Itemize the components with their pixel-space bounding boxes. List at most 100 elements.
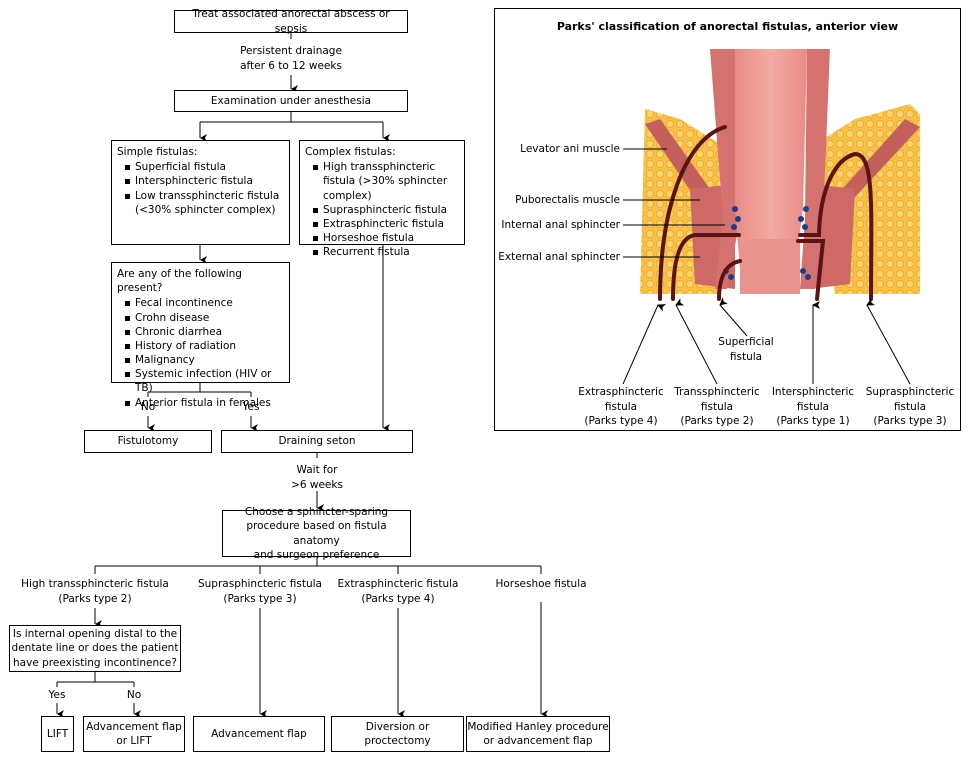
branch-type: (Parks type 3)	[223, 592, 297, 605]
fistulotomy-box: Fistulotomy	[84, 430, 212, 453]
diversion-box: Diversion or proctectomy	[331, 716, 464, 752]
superficial-line-2: fistula	[729, 350, 763, 363]
seton-box: Draining seton	[221, 430, 413, 453]
lift-text: LIFT	[46, 727, 69, 740]
fistulotomy-text: Fistulotomy	[117, 435, 179, 448]
label-extrasphincteric: Extrasphincteric fistula (Parks type 4)	[575, 385, 667, 429]
anatomy-illustration	[622, 49, 920, 385]
choose-line-2: procedure based on fistula anatomy	[246, 520, 387, 547]
label-internal-sphincter: Internal anal sphincter	[501, 219, 620, 231]
label-levator-ani: Levator ani muscle	[520, 143, 620, 155]
arrow-superficial	[719, 297, 748, 337]
persist-line-2: after 6 to 12 weeks	[240, 59, 342, 72]
line: (Parks type 1)	[776, 415, 850, 428]
list-item: Suprasphincteric fistula	[313, 203, 459, 217]
choose-procedure-box: Choose a sphincter-sparing procedure bas…	[222, 506, 411, 561]
hanley-box: Modified Hanley procedure or advancement…	[466, 716, 610, 752]
branch-name: Extrasphincteric fistula	[337, 578, 459, 590]
adv-line-2: or LIFT	[116, 735, 152, 747]
label-superficial-fistula: Superficial fistula	[711, 335, 781, 364]
superficial-tract	[717, 259, 742, 301]
line: Suprasphincteric	[865, 386, 955, 398]
branch-extrasphincteric: Extrasphincteric fistula (Parks type 4)	[323, 577, 473, 606]
list-item: Fecal incontinence	[125, 296, 284, 310]
anatomy-panel: Parks' classification of anorectal fistu…	[494, 8, 961, 431]
arrow-extrasphincteric	[622, 304, 667, 385]
branch-type: (Parks type 4)	[361, 592, 435, 605]
choose-line-1: Choose a sphincter-sparing	[244, 506, 389, 519]
superficial-line-1: Superficial	[718, 336, 774, 348]
label-transsphincteric: Transsphincteric fistula (Parks type 2)	[671, 385, 763, 429]
question1-title: Are any of the following present?	[117, 268, 242, 295]
start-text: Treat associated anorectal abscess or se…	[192, 8, 390, 35]
question2-line-1: Is internal opening distal to the	[12, 628, 178, 641]
list-item: High transsphincteric fistula (>30% sphi…	[313, 160, 459, 203]
branch-name: Suprasphincteric fistula	[197, 578, 322, 590]
branch-type: (Parks type 2)	[58, 592, 132, 605]
arrow-suprasphincteric	[866, 298, 911, 385]
list-item: Intersphincteric fistula	[125, 174, 284, 188]
list-item: Malignancy	[125, 353, 284, 367]
list-item: Recurrent fistula	[313, 245, 459, 259]
rectum-lumen	[735, 49, 807, 294]
line: fistula	[700, 400, 734, 413]
wait-line-2: >6 weeks	[291, 478, 343, 491]
no-label: No	[140, 401, 156, 413]
simple-fistulas-box: Simple fistulas: Superficial fistula Int…	[111, 140, 290, 245]
label-suprasphincteric: Suprasphincteric fistula (Parks type 3)	[863, 385, 957, 429]
line: Transsphincteric	[674, 386, 760, 398]
advancement-flap-text: Advancement flap	[211, 727, 307, 740]
list-item: Superficial fistula	[125, 160, 284, 174]
branch-high-transsphincteric: High transsphincteric fistula (Parks typ…	[15, 577, 175, 606]
line: fistula	[893, 400, 927, 413]
line: (Parks type 2)	[680, 415, 754, 428]
question2-box: Is internal opening distal to the dentat…	[9, 625, 181, 672]
line: fistula	[796, 400, 830, 413]
list-item: Horseshoe fistula	[313, 231, 459, 245]
line: (Parks type 4)	[584, 415, 658, 428]
risk-factors-box: Are any of the following present? Fecal …	[111, 262, 290, 409]
start-box: Treat associated anorectal abscess or se…	[174, 8, 408, 35]
anal-canal	[740, 239, 800, 294]
simple-title: Simple fistulas:	[117, 146, 198, 158]
rectum-wall-right	[800, 49, 830, 289]
line: fistula	[604, 400, 638, 413]
list-item: Extrasphincteric fistula	[313, 217, 459, 231]
complex-list: High transsphincteric fistula (>30% sphi…	[305, 160, 459, 259]
suprasphincteric-tract	[798, 151, 874, 301]
list-item: Crohn disease	[125, 311, 284, 325]
choose-line-3: and surgeon preference	[253, 548, 380, 561]
anatomy-title: Parks' classification of anorectal fistu…	[556, 20, 899, 33]
arrow-transsphincteric	[675, 298, 718, 385]
line: (Parks type 3)	[873, 415, 947, 428]
question2-line-2: dentate line or does the patient	[11, 642, 179, 655]
hanley-line-2: or advancement flap	[483, 735, 593, 747]
adv-or-lift-box: Advancement flap or LIFT	[83, 716, 185, 752]
branch-suprasphincteric: Suprasphincteric fistula (Parks type 3)	[185, 577, 335, 606]
list-item: History of radiation	[125, 339, 284, 353]
q2-no-label: No	[126, 689, 142, 701]
persist-label: Persistent drainage after 6 to 12 weeks	[221, 44, 361, 73]
label-intersphincteric: Intersphincteric fistula (Parks type 1)	[767, 385, 859, 429]
q2-yes-label: Yes	[48, 689, 66, 701]
complex-title: Complex fistulas:	[305, 146, 396, 158]
line: Extrasphincteric	[578, 386, 664, 398]
question2-line-3: have preexisting incontinence?	[13, 656, 177, 669]
lift-box: LIFT	[41, 716, 74, 752]
wait-line-1: Wait for	[296, 464, 338, 476]
transsphincteric-tract	[671, 233, 741, 301]
wait-label: Wait for >6 weeks	[277, 463, 357, 492]
complex-fistulas-box: Complex fistulas: High transsphincteric …	[299, 140, 465, 258]
risk-factors-list: Fecal incontinence Crohn disease Chronic…	[117, 296, 284, 409]
branch-horseshoe: Horseshoe fistula	[476, 577, 606, 592]
adv-line-1: Advancement flap	[86, 720, 182, 733]
intersphincteric-tract	[796, 239, 826, 301]
list-item: Systemic infection (HIV or TB)	[125, 367, 284, 395]
line: Intersphincteric	[771, 386, 855, 398]
seton-text: Draining seton	[278, 435, 356, 448]
diversion-line-2: proctectomy	[364, 735, 431, 747]
label-puborectalis: Puborectalis muscle	[515, 194, 620, 206]
branch-name: High transsphincteric fistula	[21, 578, 169, 590]
branch-name: Horseshoe fistula	[495, 578, 587, 590]
